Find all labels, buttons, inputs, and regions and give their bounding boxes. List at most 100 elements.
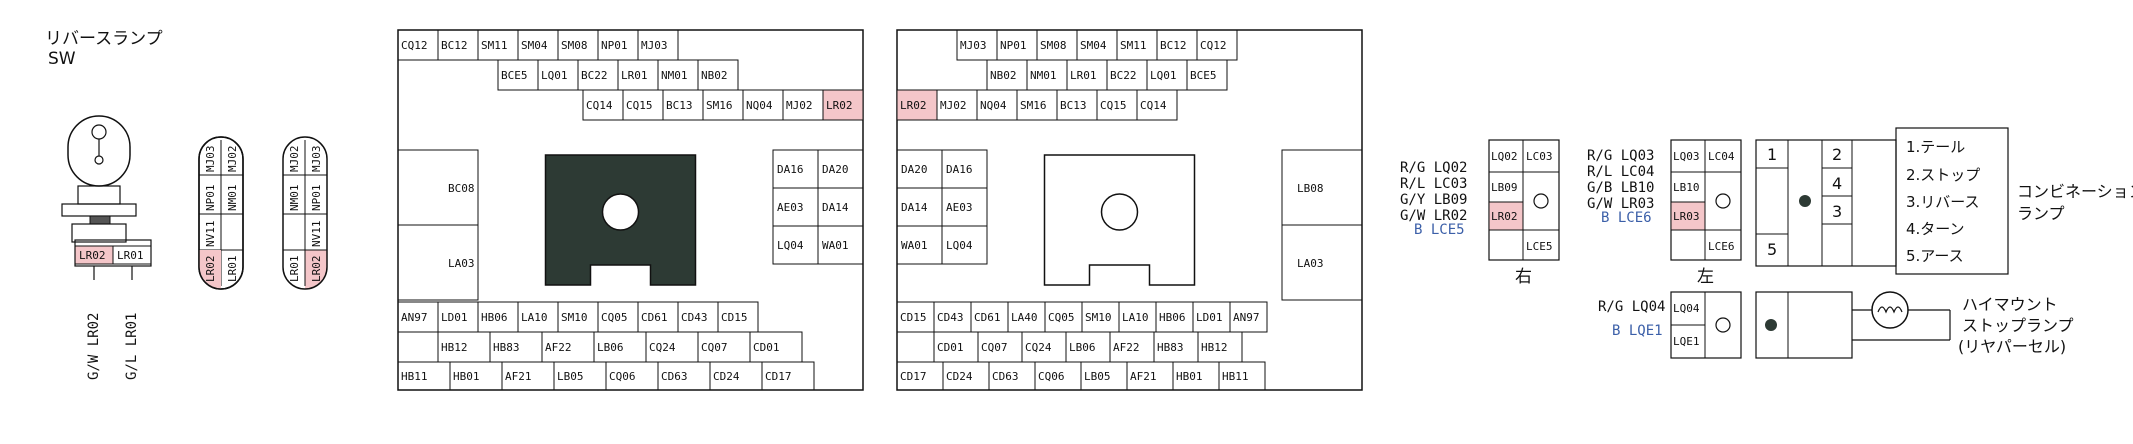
high-mount-name: (リヤパーセル) (1958, 337, 2066, 356)
left-conn-code: LB10 (1673, 181, 1700, 194)
connector-code: HB01 (453, 370, 480, 383)
high-mount-wire: R/G LQ04 (1598, 299, 1665, 315)
connector-code: AE03 (946, 201, 973, 214)
connector-code: CQ06 (1038, 370, 1065, 383)
connector-code: BC08 (448, 182, 475, 195)
capsule-right-code: MJ02 (288, 146, 301, 173)
terminal-icon (1715, 317, 1731, 333)
connector-code: DA20 (901, 163, 928, 176)
high-mount-name: ハイマウント (1962, 295, 2058, 314)
connector-code: MJ03 (960, 39, 987, 52)
connector-code: LB05 (557, 370, 584, 383)
connector-code: NP01 (1000, 39, 1027, 52)
connector-code: LB06 (1069, 341, 1096, 354)
connector-code: SM11 (481, 39, 508, 52)
lamp-pin: 4 (1832, 174, 1842, 193)
connector-code: CQ24 (1025, 341, 1052, 354)
lamp-function: 4.ターン (1906, 220, 1965, 238)
connector-code: HB01 (1176, 370, 1203, 383)
capsule-connector-left: MJ03 MJ02 NP01 NM01 NV11 LR01 LR02 (198, 136, 244, 290)
connector-code: CQ07 (981, 341, 1008, 354)
switch-symbol-icon (91, 124, 107, 140)
combination-lamp-left: R/G LQ03 R/L LC04 G/B LB10 G/W LR03 B LC… (1587, 139, 1742, 287)
switch-wire-2: G/L LR01 (124, 313, 140, 380)
connector-code: CQ15 (1100, 99, 1127, 112)
connector-code: LA10 (521, 311, 548, 324)
lamp-pin: 3 (1832, 202, 1842, 221)
connector-code: CQ05 (601, 311, 628, 324)
connector-code: LA40 (1011, 311, 1038, 324)
connector-cell (1218, 361, 1266, 391)
terminal-icon (1533, 193, 1549, 209)
connector-code: SM10 (1085, 311, 1112, 324)
connector-code: BC22 (1110, 69, 1137, 82)
connector-code: DA14 (901, 201, 928, 214)
capsule-right-code: LR01 (288, 256, 301, 283)
connector-code: CD61 (974, 311, 1001, 324)
connector-cell (822, 89, 864, 121)
connector-code: BC12 (1160, 39, 1187, 52)
connector-code: NM01 (1030, 69, 1057, 82)
lamp-function: 1.テール (1906, 138, 1965, 156)
connector-code: CD43 (681, 311, 708, 324)
connector-code: LQ04 (946, 239, 973, 252)
connector-code: DA14 (822, 201, 849, 214)
connector-code: LR02 (900, 99, 927, 112)
connector-code: BC22 (581, 69, 608, 82)
right-conn-code: LCE5 (1526, 240, 1553, 253)
connector-code: LA10 (1122, 311, 1149, 324)
connector-code: AF22 (1113, 341, 1140, 354)
right-wire-1: R/G LQ02 (1400, 160, 1467, 176)
connector-code: AF22 (545, 341, 572, 354)
lamp-pin: 2 (1832, 145, 1842, 164)
terminal-icon (1715, 193, 1731, 209)
left-wire-5: B LCE6 (1601, 210, 1652, 226)
right-side-label: 右 (1515, 267, 1532, 287)
connector-code: NM01 (661, 69, 688, 82)
connector-cell (1229, 301, 1268, 333)
connector-code: CD63 (661, 370, 688, 383)
connector-cell (1186, 59, 1228, 91)
connector-code: CD15 (900, 311, 927, 324)
connector-code: CQ06 (609, 370, 636, 383)
connector-code: LB06 (597, 341, 624, 354)
right-conn-code: LR02 (1491, 210, 1518, 223)
connector-code: CQ12 (1200, 39, 1227, 52)
switch-title-line1: リバースランプ (45, 29, 163, 49)
connector-code: HB11 (1222, 370, 1249, 383)
switch-pin-2: LR01 (117, 249, 144, 262)
connector-cell (761, 361, 815, 391)
connector-code: HB83 (1157, 341, 1184, 354)
right-wire-5: B LCE5 (1414, 222, 1465, 238)
left-conn-code: LC04 (1708, 150, 1735, 163)
combination-lamp-right: R/G LQ02 R/L LC03 G/Y LB09 G/W LR02 B LC… (1400, 139, 1560, 287)
combination-lamp-name: コンビネーション (2017, 182, 2133, 201)
switch-title-line2: SW (48, 49, 76, 69)
high-mount-conn: LQE1 (1673, 335, 1700, 348)
bulb-icon (1871, 291, 1909, 329)
connector-code: DA16 (777, 163, 804, 176)
left-side-label: 左 (1697, 267, 1714, 287)
connector-cell (896, 89, 938, 121)
connector-code: CQ05 (1048, 311, 1075, 324)
connector-code: CD24 (946, 370, 973, 383)
connector-code: DA20 (822, 163, 849, 176)
left-wire-4: G/W LR03 (1587, 196, 1654, 212)
high-mount-name: ストップランプ (1962, 316, 2074, 335)
connector-code: CD24 (713, 370, 740, 383)
ground-terminal-icon (1765, 319, 1777, 331)
connector-code: SM16 (1020, 99, 1047, 112)
connector-cell (1136, 89, 1178, 121)
capsule-left-code: NP01 (204, 185, 217, 212)
connector-code: CQ12 (401, 39, 428, 52)
connector-code: LB08 (1297, 182, 1324, 195)
switch-wire-1: G/W LR02 (86, 313, 102, 380)
connector-code: BCE5 (1190, 69, 1217, 82)
connector-code: CQ14 (1140, 99, 1167, 112)
connector-code: CD61 (641, 311, 668, 324)
right-conn-code: LC03 (1526, 150, 1553, 163)
left-conn-code: LQ03 (1673, 150, 1700, 163)
connector-code: LB05 (1084, 370, 1111, 383)
connector-code: DA16 (946, 163, 973, 176)
